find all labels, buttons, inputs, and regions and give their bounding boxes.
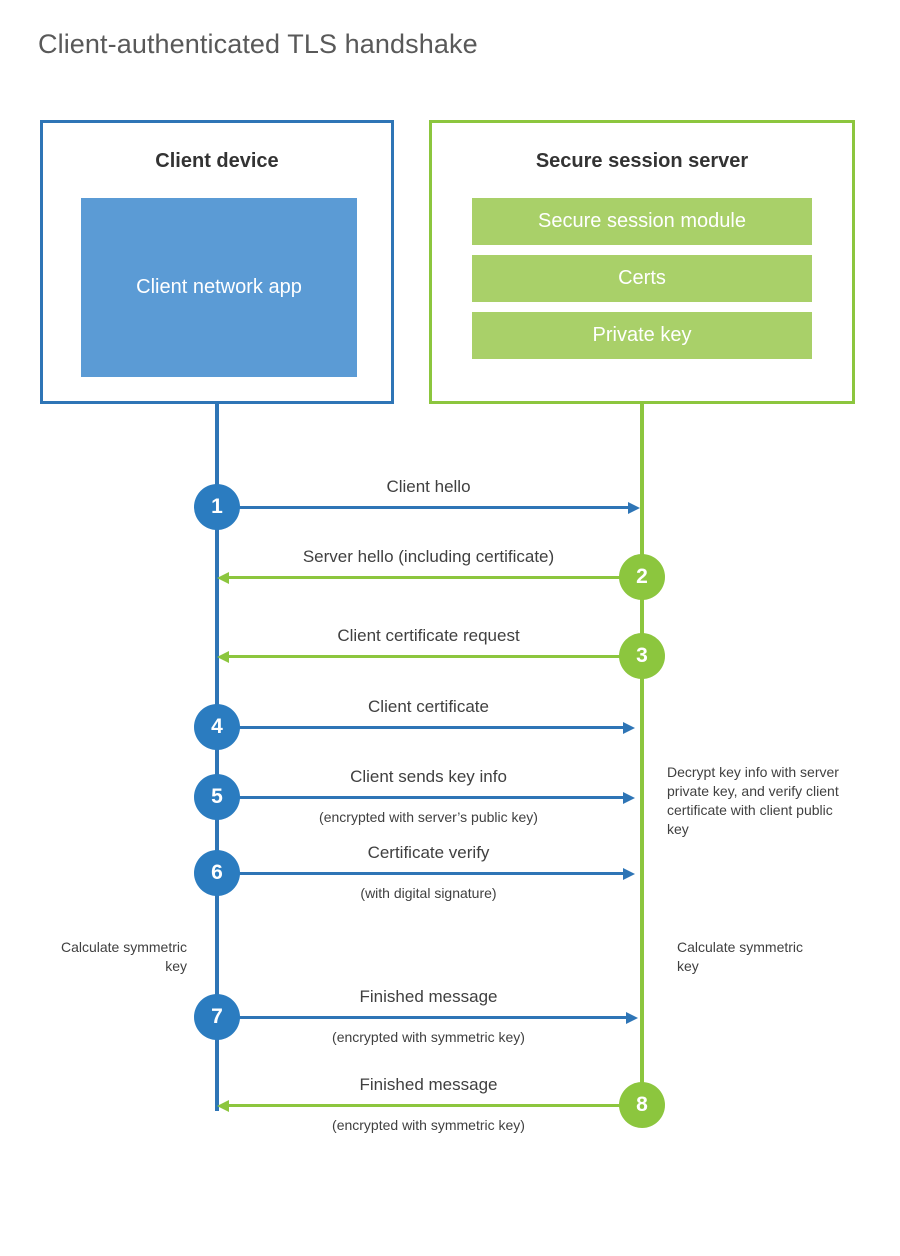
message-label-1: Client hello [386,477,471,496]
arrow-line-4 [217,726,623,729]
client-lifeline [215,404,219,1111]
arrow-line-8 [229,1104,642,1107]
arrow-line-7 [217,1016,626,1019]
step-circle-1[interactable]: 1 [194,484,240,530]
arrow-head-1 [628,502,640,514]
server-item-certs: Certs [472,255,812,302]
arrow-head-8 [217,1100,229,1112]
arrow-head-7 [626,1012,638,1024]
step-circle-8[interactable]: 8 [619,1082,665,1128]
arrow-head-4 [623,722,635,734]
message-sublabel-7: (encrypted with symmetric key) [332,1029,525,1045]
message-label-3: Client certificate request [337,626,520,645]
server-lifeline [640,404,644,1106]
message-label-4: Client certificate [368,697,489,716]
client-device-title: Client device [155,150,279,172]
step-circle-2[interactable]: 2 [619,554,665,600]
arrow-line-1 [217,506,628,509]
message-sublabel-8: (encrypted with symmetric key) [332,1117,525,1133]
message-label-6: Certificate verify [367,843,490,862]
arrow-head-6 [623,868,635,880]
message-label-5: Client sends key info [350,767,507,786]
secure-session-server-title: Secure session server [535,150,749,172]
note-server-decrypt: Decrypt key info with server private key… [667,764,839,837]
message-label-2: Server hello (including certificate) [302,547,555,566]
actor-box-client: Client device Client network app [40,120,394,404]
note-server-calculate-symmetric-key: Calculate symmetric key [677,939,804,974]
step-circle-6[interactable]: 6 [194,850,240,896]
arrow-line-2 [229,576,642,579]
server-component-stack: Secure session module Certs Private key [472,198,812,359]
step-circle-3[interactable]: 3 [619,633,665,679]
actor-box-server: Secure session server Secure session mod… [429,120,855,404]
arrow-line-6 [217,872,623,875]
arrow-head-3 [217,651,229,663]
message-label-7: Finished message [359,987,498,1006]
step-circle-7[interactable]: 7 [194,994,240,1040]
message-label-8: Finished message [359,1075,498,1094]
client-network-app-block: Client network app [81,198,357,377]
arrow-head-5 [623,792,635,804]
step-circle-5[interactable]: 5 [194,774,240,820]
server-item-private-key: Private key [472,312,812,359]
message-sublabel-5: (encrypted with server’s public key) [319,809,538,825]
note-client-calculate-symmetric-key: Calculate symmetric key [60,939,187,974]
page-title: Client-authenticated TLS handshake [38,29,478,59]
server-item-secure-session-module: Secure session module [472,198,812,245]
arrow-line-3 [229,655,642,658]
message-sublabel-6: (with digital signature) [360,885,497,901]
arrow-line-5 [217,796,623,799]
arrow-head-2 [217,572,229,584]
step-circle-4[interactable]: 4 [194,704,240,750]
